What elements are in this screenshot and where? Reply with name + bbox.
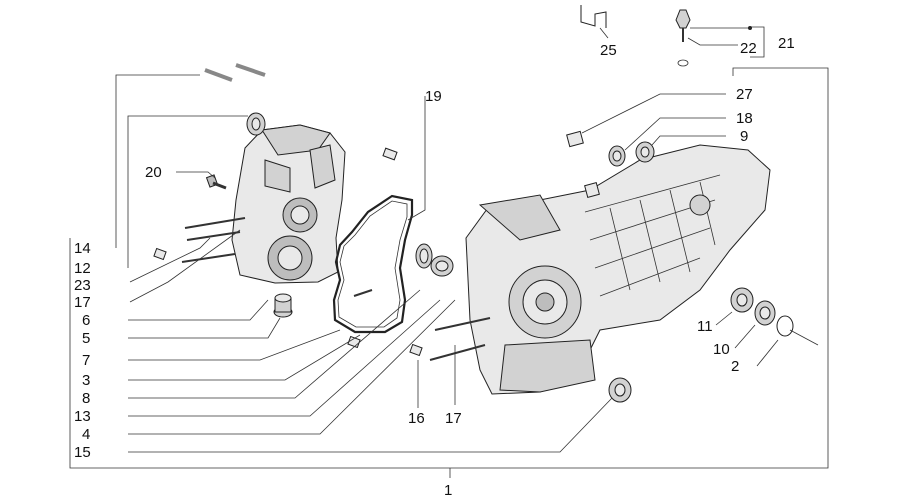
callout-18: 18 xyxy=(736,110,753,127)
dowel-pins xyxy=(153,147,423,357)
callout-14: 14 xyxy=(74,240,91,257)
callout-4: 4 xyxy=(82,426,90,443)
callout-7: 7 xyxy=(82,352,90,369)
callout-1: 1 xyxy=(444,482,452,499)
callout-13: 13 xyxy=(74,408,91,425)
sensor-21 xyxy=(675,9,691,67)
callout-3: 3 xyxy=(82,372,90,389)
left-crankcase-half xyxy=(231,124,346,284)
screw-20 xyxy=(205,174,227,190)
callout-10: 10 xyxy=(713,341,730,358)
leader-lines xyxy=(115,27,819,453)
assembly-frame xyxy=(69,26,829,478)
gasket-19 xyxy=(332,194,414,334)
drain-plug xyxy=(273,293,293,318)
callout-2: 2 xyxy=(731,358,739,375)
callout-16: 16 xyxy=(408,410,425,427)
callout-17-left: 17 xyxy=(74,294,91,311)
callout-9: 9 xyxy=(740,128,748,145)
callout-15: 15 xyxy=(74,444,91,461)
connector-dot xyxy=(748,26,752,30)
callout-19: 19 xyxy=(425,88,442,105)
callout-27: 27 xyxy=(736,86,753,103)
callout-17-right: 17 xyxy=(445,410,462,427)
callout-8: 8 xyxy=(82,390,90,407)
callout-5: 5 xyxy=(82,330,90,347)
callout-11: 11 xyxy=(697,318,713,335)
bearing-seals-center xyxy=(415,243,454,277)
callout-20: 20 xyxy=(145,164,162,181)
right-half-small-parts xyxy=(429,130,655,361)
stud-bolts xyxy=(181,63,266,263)
callout-6: 6 xyxy=(82,312,90,329)
oil-seal xyxy=(246,112,266,136)
callout-labels: 1 2 3 4 5 6 7 8 9 10 11 12 13 14 15 16 1… xyxy=(74,35,795,499)
right-crankcase-half xyxy=(465,144,771,395)
callout-23: 23 xyxy=(74,277,91,294)
callout-22: 22 xyxy=(740,40,757,57)
bearing-stack-right xyxy=(730,287,794,337)
callout-12: 12 xyxy=(74,260,91,277)
seal-15 xyxy=(608,377,632,403)
callout-25: 25 xyxy=(600,42,617,59)
callout-21: 21 xyxy=(778,35,795,52)
bracket-25 xyxy=(580,5,607,28)
